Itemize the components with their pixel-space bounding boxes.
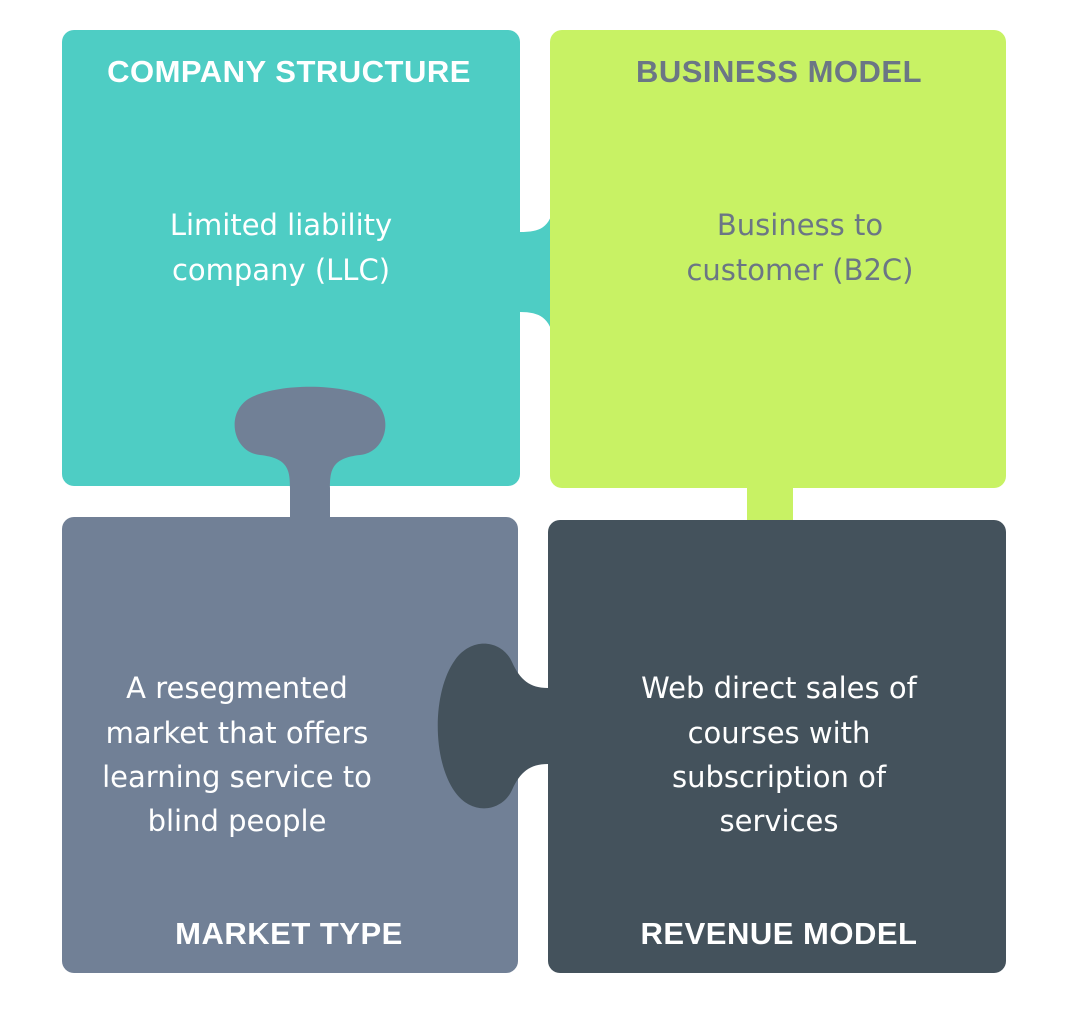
business-model-line: Business to bbox=[717, 208, 883, 242]
market-type-tab bbox=[234, 386, 386, 530]
revenue-model-text: Web direct sales of courses with subscri… bbox=[641, 671, 918, 951]
market-type-line: learning service to bbox=[102, 760, 372, 794]
business-model-title: BUSINESS MODEL bbox=[636, 54, 922, 89]
revenue-model-line: courses with bbox=[688, 716, 871, 750]
market-type-piece bbox=[62, 517, 518, 973]
revenue-model-piece bbox=[548, 520, 1006, 973]
business-model-piece bbox=[550, 30, 1006, 488]
company-structure-line: Limited liability bbox=[170, 208, 392, 242]
market-type-line: market that offers bbox=[106, 716, 369, 750]
company-structure-piece bbox=[62, 30, 520, 486]
market-type-line: blind people bbox=[148, 804, 327, 838]
market-type-title: MARKET TYPE bbox=[175, 916, 403, 951]
market-type-line: A resegmented bbox=[126, 671, 348, 705]
revenue-model-line: Web direct sales of bbox=[641, 671, 917, 705]
market-type-text: A resegmented market that offers learnin… bbox=[102, 671, 403, 951]
revenue-model-line: subscription of bbox=[672, 760, 887, 794]
company-structure-text: COMPANY STRUCTURE Limited liability comp… bbox=[107, 54, 471, 287]
revenue-model-tab bbox=[437, 643, 560, 809]
revenue-model-line: services bbox=[720, 804, 839, 838]
company-structure-line: company (LLC) bbox=[172, 253, 390, 287]
business-model-text: BUSINESS MODEL Business to customer (B2C… bbox=[636, 54, 922, 287]
business-model-line: customer (B2C) bbox=[686, 253, 913, 287]
revenue-model-title: REVENUE MODEL bbox=[641, 916, 918, 951]
company-structure-title: COMPANY STRUCTURE bbox=[107, 54, 471, 89]
